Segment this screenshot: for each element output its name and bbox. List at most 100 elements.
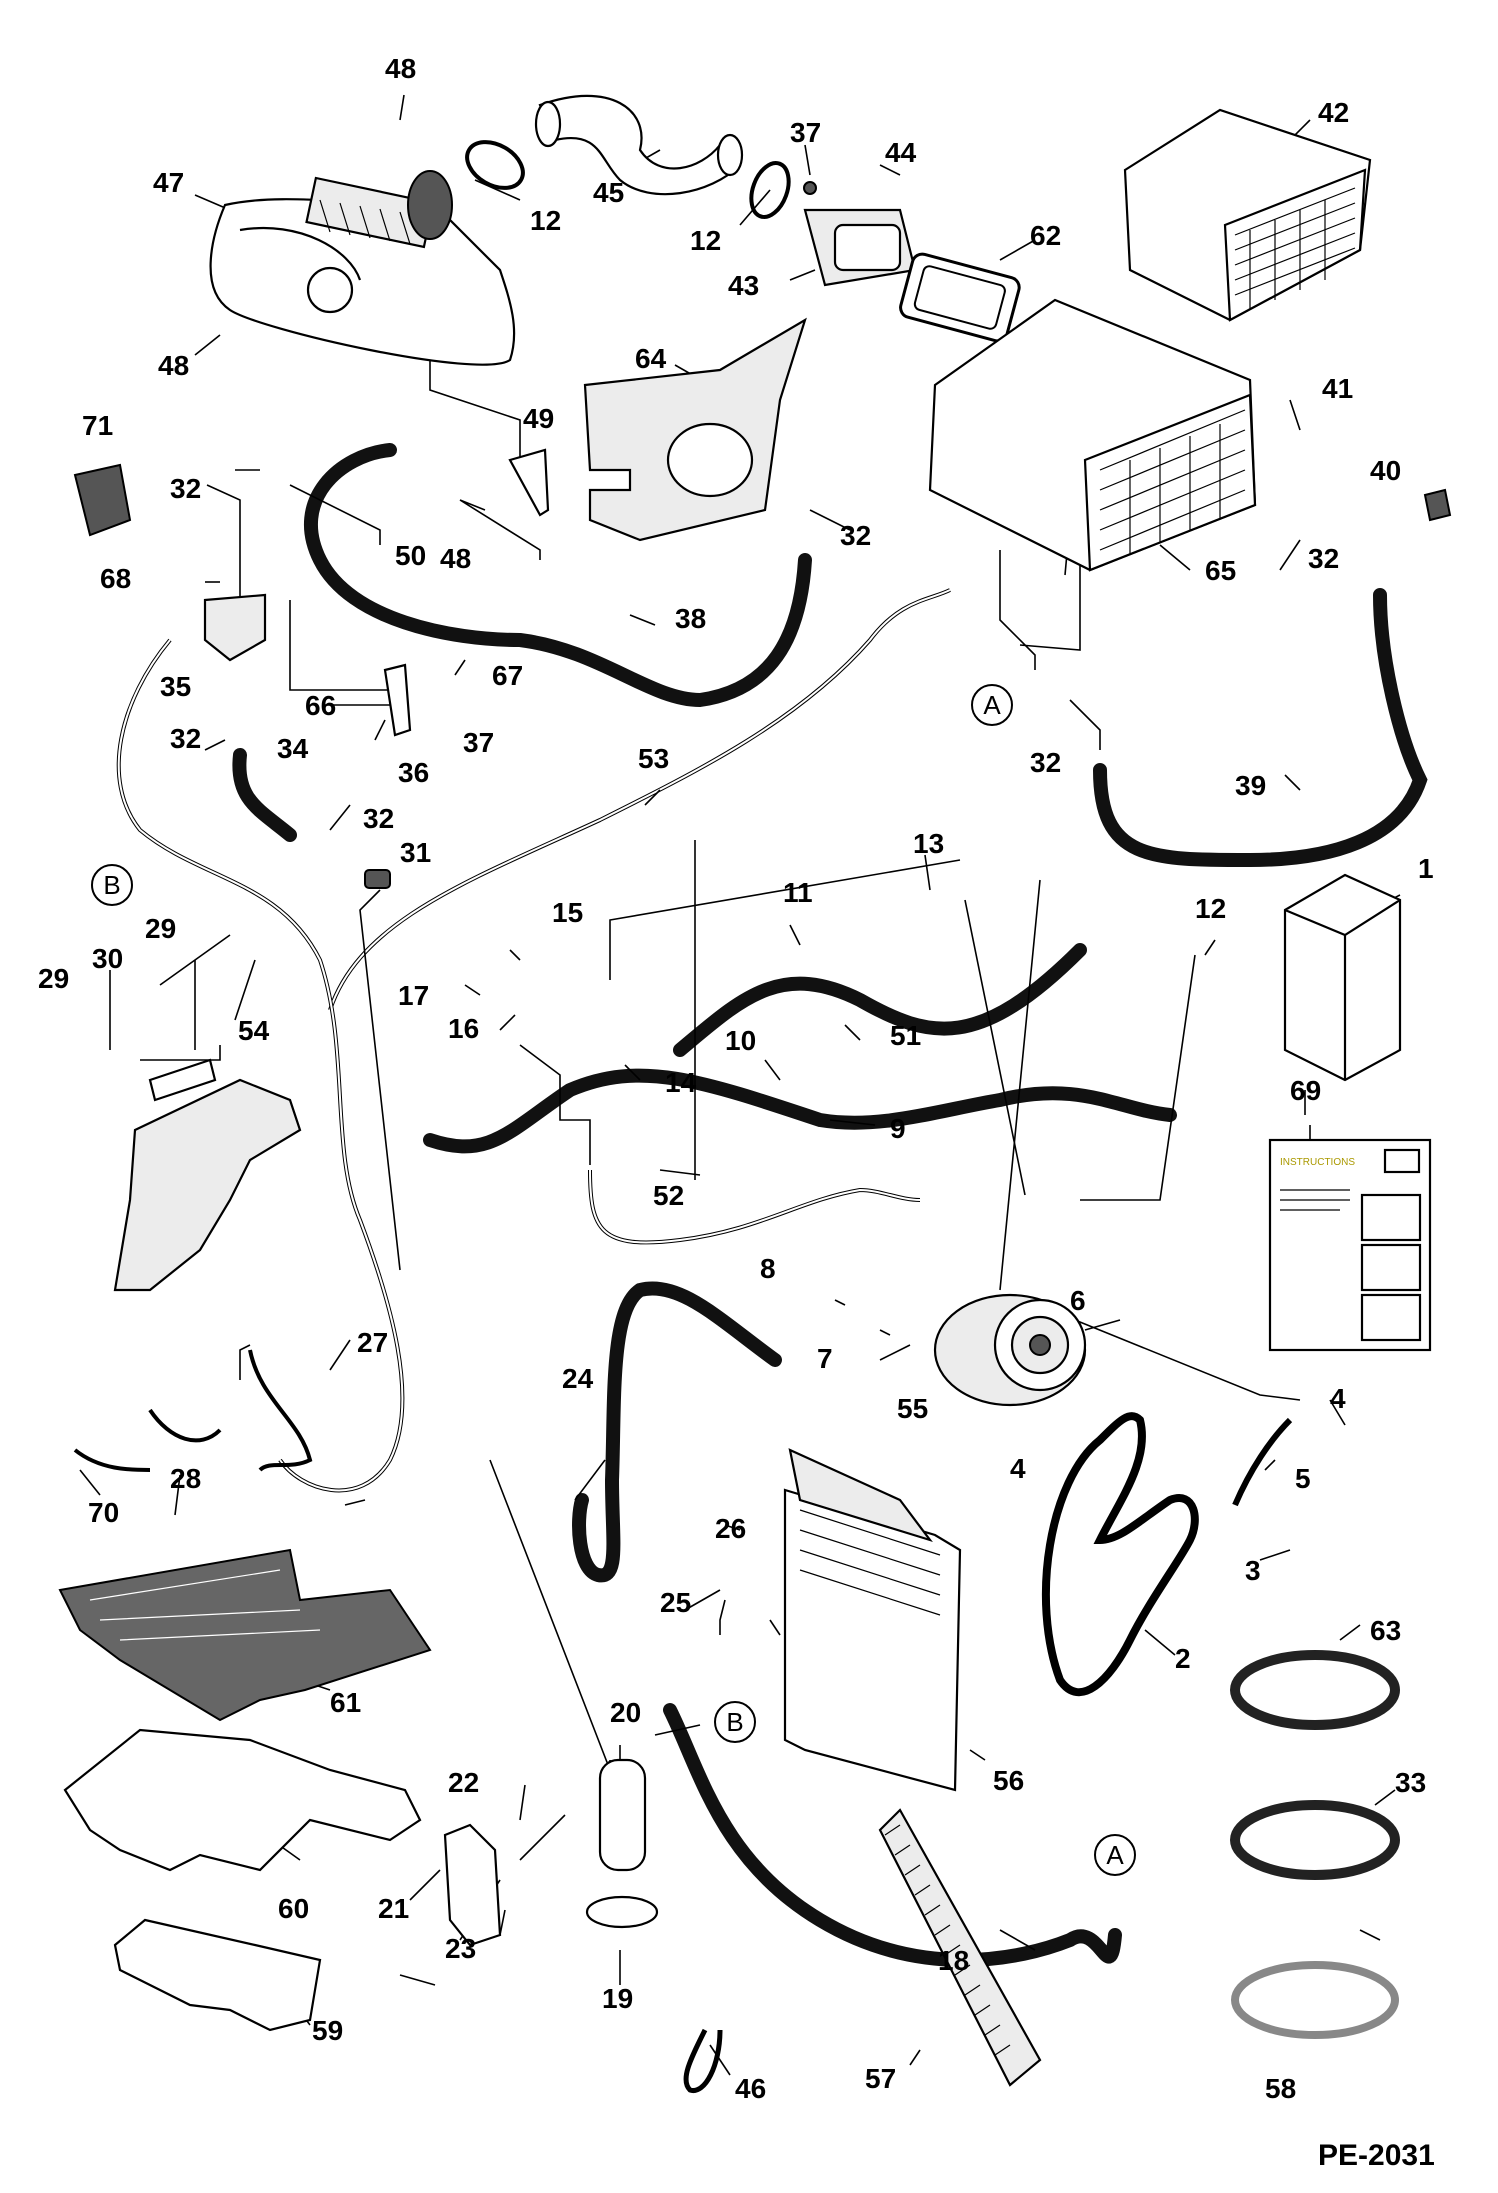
ac-unit-cover	[1123, 108, 1372, 322]
leader-lines	[79, 94, 1401, 2076]
connector-markers: A B B A	[91, 684, 1136, 1876]
callout-13: 13	[913, 828, 944, 859]
callout-46: 46	[735, 2073, 766, 2104]
callout-37-mid: 37	[463, 727, 494, 758]
compressor	[933, 1293, 1087, 1407]
harnesses	[73, 588, 951, 1493]
callout-49: 49	[523, 403, 554, 434]
callout-61: 61	[330, 1687, 361, 1718]
callout-22: 22	[448, 1767, 479, 1798]
callout-11: 11	[783, 877, 813, 908]
callout-labels: 1 2 3 4 4 5 6 7 8 9 10 11 12 12 12 13 14…	[38, 53, 1434, 2104]
callout-64: 64	[635, 343, 667, 374]
callout-31: 31	[400, 837, 431, 868]
callout-5: 5	[1295, 1463, 1311, 1494]
hoses	[232, 443, 1428, 1967]
callout-19: 19	[602, 1983, 633, 2014]
callout-48-mid: 48	[440, 543, 471, 574]
connector-marker-b-left: B	[91, 864, 133, 906]
callout-12-right: 12	[1195, 893, 1226, 924]
callout-32-a: 32	[170, 473, 201, 504]
callout-29-right: 29	[145, 913, 176, 944]
callout-57: 57	[865, 2063, 896, 2094]
blower-housing	[209, 170, 516, 366]
callout-23: 23	[445, 1933, 476, 1964]
callout-32-c: 32	[1308, 543, 1339, 574]
callout-29-left: 29	[38, 963, 69, 994]
callout-32-b: 32	[840, 520, 871, 551]
callout-35: 35	[160, 671, 191, 702]
callout-38: 38	[675, 603, 706, 634]
callout-69: 69	[1290, 1075, 1321, 1106]
evaporator-unit	[928, 298, 1257, 572]
callout-12-top-mid: 12	[690, 225, 721, 256]
condenser	[783, 1448, 962, 1792]
callout-7: 7	[817, 1343, 833, 1374]
svg-text:B: B	[726, 1707, 743, 1737]
callout-40: 40	[1370, 455, 1401, 486]
callout-6: 6	[1070, 1285, 1086, 1316]
callout-39: 39	[1235, 770, 1266, 801]
callout-66: 66	[305, 690, 336, 721]
callout-32-f: 32	[363, 803, 394, 834]
callout-42: 42	[1318, 97, 1349, 128]
callout-8: 8	[760, 1253, 776, 1284]
callout-18: 18	[938, 1945, 969, 1976]
callout-60: 60	[278, 1893, 309, 1924]
callout-41: 41	[1322, 373, 1353, 404]
callout-30: 30	[92, 943, 123, 974]
svg-text:A: A	[1106, 1840, 1124, 1870]
callout-32-e: 32	[1030, 747, 1061, 778]
callout-14: 14	[665, 1067, 697, 1098]
callout-52: 52	[653, 1180, 684, 1211]
callout-2: 2	[1175, 1643, 1191, 1674]
callout-33: 33	[1395, 1767, 1426, 1798]
components: INSTRUCTIONS	[58, 94, 1452, 2093]
callout-16: 16	[448, 1013, 479, 1044]
callout-56: 56	[993, 1765, 1024, 1796]
callout-59: 59	[312, 2015, 343, 2046]
callout-58: 58	[1265, 2073, 1296, 2104]
callout-53: 53	[638, 743, 669, 774]
svg-text:A: A	[983, 690, 1001, 720]
callout-24: 24	[562, 1363, 594, 1394]
callout-34: 34	[277, 733, 309, 764]
decal-instructions-text: INSTRUCTIONS	[1280, 1157, 1355, 1168]
svg-text:B: B	[103, 870, 120, 900]
callout-48-top: 48	[385, 53, 416, 84]
callout-17: 17	[398, 980, 429, 1011]
callout-62: 62	[1030, 220, 1061, 251]
callout-47: 47	[153, 167, 184, 198]
callout-3: 3	[1245, 1555, 1261, 1586]
callout-48-left: 48	[158, 350, 189, 381]
connector-marker-b-drier: B	[714, 1701, 756, 1743]
callout-28: 28	[170, 1463, 201, 1494]
callout-25: 25	[660, 1587, 691, 1618]
callout-37-top: 37	[790, 117, 821, 148]
callout-67: 67	[492, 660, 523, 691]
callout-1: 1	[1418, 853, 1434, 884]
decal-sheet: INSTRUCTIONS	[1268, 1138, 1432, 1352]
callout-68: 68	[100, 563, 131, 594]
callout-15: 15	[552, 897, 583, 928]
callout-10: 10	[725, 1025, 756, 1056]
callout-63: 63	[1370, 1615, 1401, 1646]
callout-70: 70	[88, 1497, 119, 1528]
callout-55: 55	[897, 1393, 928, 1424]
callout-4-top: 4	[1330, 1383, 1346, 1414]
box-kit	[1283, 873, 1402, 1082]
callout-54: 54	[238, 1015, 270, 1046]
callout-20: 20	[610, 1697, 641, 1728]
connector-marker-a-bottom: A	[1094, 1834, 1136, 1876]
callout-44: 44	[885, 137, 917, 168]
callout-9: 9	[890, 1113, 906, 1144]
callout-4-left: 4	[1010, 1453, 1026, 1484]
callout-27: 27	[357, 1327, 388, 1358]
callout-36: 36	[398, 757, 429, 788]
callout-32-d: 32	[170, 723, 201, 754]
callout-26: 26	[715, 1513, 746, 1544]
callout-51: 51	[890, 1020, 921, 1051]
callout-50: 50	[395, 540, 426, 571]
callout-45: 45	[593, 177, 624, 208]
